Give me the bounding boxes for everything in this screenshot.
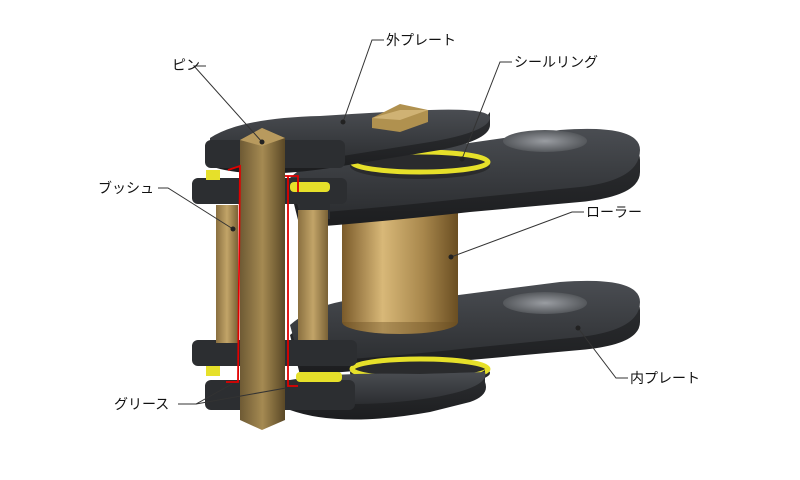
label-grease: グリース bbox=[114, 397, 169, 413]
label-roller: ローラー bbox=[586, 205, 642, 221]
label-inner-plate: 内プレート bbox=[630, 371, 700, 387]
label-seal-ring: シールリング bbox=[514, 55, 598, 71]
plate-hole bbox=[503, 292, 587, 314]
pin bbox=[240, 128, 285, 430]
label-pin: ピン bbox=[172, 58, 200, 74]
label-bush: ブッシュ bbox=[98, 180, 154, 197]
plate-hole bbox=[503, 130, 587, 152]
leaders bbox=[158, 39, 628, 405]
label-outer-plate: 外プレート bbox=[386, 33, 456, 49]
roller bbox=[342, 193, 458, 334]
bush bbox=[216, 205, 328, 343]
grease bbox=[226, 164, 299, 387]
